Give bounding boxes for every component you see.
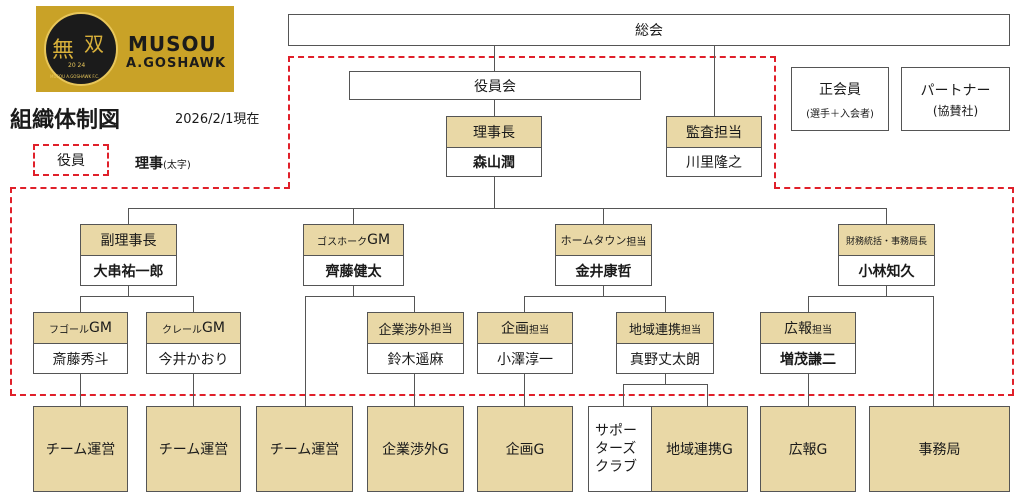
card-chiiki-title: 地域連携担当: [617, 313, 713, 344]
soukai-box: 総会: [288, 14, 1010, 46]
card-kigyo-title: 企業渉外担当: [368, 313, 463, 344]
bottom-supporters-label: サポーターズクラブ: [595, 422, 637, 476]
card-koho-name: 増茂謙二: [780, 352, 836, 368]
card-hometown-title: ホームタウン担当: [556, 225, 651, 256]
card-kikaku-title-main: 企画: [501, 321, 529, 337]
card-hometown-title-small: 担当: [626, 236, 647, 248]
officers-outline-top: [288, 56, 776, 58]
logo-small-text: MUSOU A.GOSHAWK F.C.: [50, 74, 100, 79]
card-fukurijicho-title: 副理事長: [81, 225, 176, 256]
card-hometown-title-main: ホームタウン: [560, 234, 627, 247]
card-fugoal-gm-title-main: フゴール: [49, 324, 90, 336]
bottom-team-2: チーム運営: [146, 406, 241, 492]
officers-outline-bottom: [10, 394, 1014, 396]
card-kikaku: 企画担当 小澤淳一: [477, 312, 573, 374]
card-hometown: ホームタウン担当 金井康哲: [555, 224, 652, 286]
card-zaimu-title-text: 財務統括・事務局長: [845, 236, 927, 247]
card-zaimu-title: 財務統括・事務局長: [839, 225, 934, 256]
soukai-label: 総会: [635, 23, 663, 39]
card-kikaku-title: 企画担当: [478, 313, 572, 344]
bottom-supporters: サポーターズクラブ: [588, 406, 652, 492]
logo-kanji-2: 双: [84, 32, 104, 56]
card-kansa-name: 川里隆之: [686, 155, 742, 172]
page-title: 組織体制図: [10, 108, 121, 133]
logo-line-2: A.GOSHAWK: [126, 56, 227, 71]
officers-outline-left-upper: [288, 56, 290, 188]
card-fugoal-gm-title-big: GM: [89, 320, 112, 336]
legend-box-label: 役員: [57, 153, 85, 169]
bottom-team-1: チーム運営: [33, 406, 128, 492]
card-hometown-name: 金井康哲: [575, 264, 632, 280]
card-rijicho-title: 理事長: [447, 117, 541, 148]
officers-outline-mid-left: [10, 187, 290, 189]
seikaiin-title: 正会員: [819, 81, 861, 98]
card-zaimu-name: 小林知久: [858, 264, 915, 280]
bottom-koho: 広報G: [760, 406, 856, 492]
card-goshawk-gm-title-main: ゴスホーク: [316, 236, 368, 248]
partner-title: パートナー: [920, 82, 991, 99]
seikaiin-box: 正会員 (選手＋入会者): [791, 67, 889, 131]
legend-bold-label: 理事: [135, 156, 163, 172]
officers-outline-left: [10, 187, 12, 395]
card-koho-title-small: 担当: [812, 324, 832, 336]
card-kigyo-title-small: 担当: [430, 322, 453, 335]
partner-sub: (協賛社): [932, 103, 979, 118]
yakuinkai-label: 役員会: [474, 78, 516, 95]
card-chiiki-title-main: 地域連携: [628, 322, 681, 338]
card-clair-gm-title-big: GM: [202, 320, 225, 336]
officers-outline-mid-right: [774, 187, 1014, 189]
bottom-kikaku: 企画G: [477, 406, 573, 492]
card-kigyo: 企業渉外担当 鈴木遥麻: [367, 312, 464, 374]
card-fukurijicho-name: 大串祐一郎: [93, 264, 164, 280]
card-clair-gm-name: 今井かおり: [158, 352, 229, 368]
yakuinkai-box: 役員会: [349, 71, 641, 100]
card-kikaku-name: 小澤淳一: [497, 352, 553, 368]
date-label: 2026/2/1現在: [175, 112, 260, 127]
card-kikaku-title-small: 担当: [529, 324, 549, 336]
legend-bold: 理事(太字): [135, 153, 191, 173]
card-chiiki-name: 真野丈太朗: [630, 352, 700, 368]
legend-box: 役員: [33, 144, 109, 176]
bottom-chiiki: 地域連携G: [651, 406, 748, 492]
card-koho-title: 広報担当: [761, 313, 855, 344]
logo-kanji-1: 無: [52, 38, 75, 63]
card-fukurijicho: 副理事長 大串祐一郎: [80, 224, 177, 286]
card-fugoal-gm-name: 斎藤秀斗: [52, 352, 109, 368]
card-rijicho: 理事長 森山潤: [446, 116, 542, 177]
officers-outline-right-upper: [774, 56, 776, 188]
card-koho: 広報担当 増茂謙二: [760, 312, 856, 374]
legend-note: (太字): [163, 160, 191, 171]
logo-year: 20 24: [68, 62, 86, 69]
logo-emblem: [44, 12, 118, 86]
card-kigyo-name: 鈴木遥麻: [387, 352, 444, 368]
logo: 無 双 20 24 MUSOU A.GOSHAWK F.C. MUSOU A.G…: [36, 6, 234, 92]
seikaiin-sub: (選手＋入会者): [806, 108, 874, 120]
card-kigyo-title-main: 企業渉外: [378, 322, 431, 338]
bottom-kigyo: 企業渉外G: [367, 406, 464, 492]
card-zaimu: 財務統括・事務局長 小林知久: [838, 224, 935, 286]
card-goshawk-gm-title-big: GM: [367, 232, 391, 248]
card-chiiki: 地域連携担当 真野丈太朗: [616, 312, 714, 374]
officers-outline-right: [1012, 187, 1014, 395]
partner-box: パートナー (協賛社): [901, 67, 1010, 131]
bottom-jimu: 事務局: [869, 406, 1010, 492]
logo-line-1: MUSOU: [128, 32, 217, 56]
bottom-team-3: チーム運営: [256, 406, 353, 492]
card-goshawk-gm-name: 齊藤健太: [325, 264, 382, 280]
card-chiiki-title-small: 担当: [681, 324, 701, 336]
card-kansa-title: 監査担当: [667, 117, 761, 148]
card-koho-title-main: 広報: [784, 321, 812, 337]
card-kansa: 監査担当 川里隆之: [666, 116, 762, 177]
card-clair-gm-title-main: クレール: [162, 324, 203, 336]
card-rijicho-name: 森山潤: [473, 155, 515, 172]
